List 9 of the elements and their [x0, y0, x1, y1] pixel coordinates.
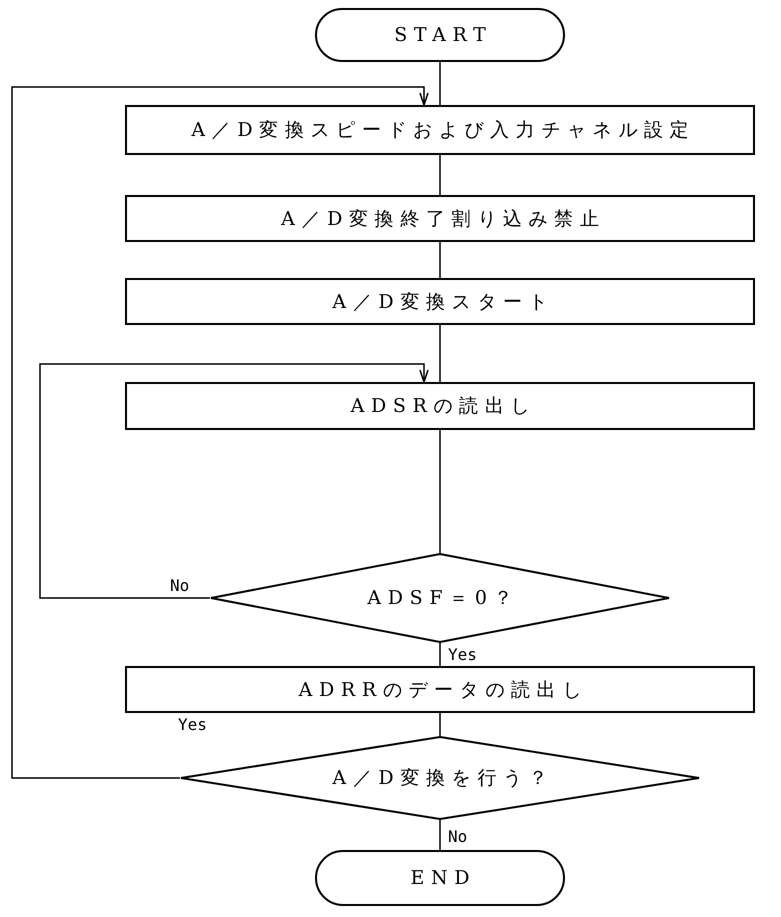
node-text: A／D変換スピードおよび入力チャネル設定	[190, 118, 696, 143]
node-text: START	[393, 24, 492, 46]
node-text: ADSRの読出し	[350, 394, 536, 419]
node-text: ADSF＝0？	[366, 586, 520, 611]
node-text: END	[409, 867, 476, 889]
node-text: A／D変換を行う？	[331, 766, 554, 791]
node-text: ADRRのデータの読出し	[298, 678, 588, 702]
node-text: A／D変換スタート	[331, 290, 554, 314]
node-text: A／D変換終了割り込み禁止	[280, 206, 606, 232]
